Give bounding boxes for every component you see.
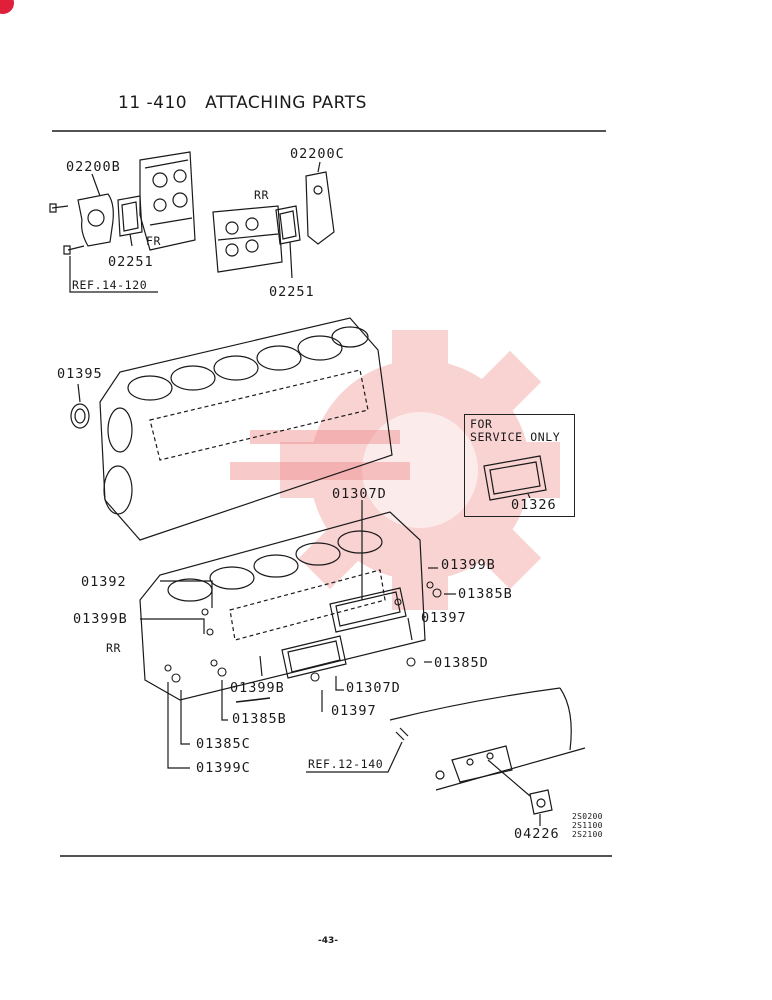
- part-label-01385C: 01385C: [196, 736, 251, 752]
- section-number: 11 -410: [118, 93, 188, 113]
- part-label-01307D-bottom: 01307D: [346, 680, 401, 696]
- part-label-01392: 01392: [81, 574, 127, 590]
- cylinder-head-right-drawing: [212, 205, 283, 273]
- page-number: -43-: [318, 936, 338, 946]
- serial-line-1: 2S0200: [572, 812, 603, 821]
- gasket-01307D-lower: [281, 635, 347, 679]
- part-label-01307D-top: 01307D: [332, 486, 387, 502]
- part-label-02200B: 02200B: [66, 159, 121, 175]
- part-label-01399B-right: 01399B: [441, 557, 496, 573]
- part-label-01399B-left: 01399B: [73, 611, 128, 627]
- part-label-01395: 01395: [57, 366, 103, 382]
- part-label-01399C: 01399C: [196, 760, 251, 776]
- part-label-02251-left: 02251: [108, 254, 154, 270]
- part-label-01385B-right: 01385B: [458, 586, 513, 602]
- seal-01395: [70, 403, 90, 429]
- cylinder-block-upper-drawing: [99, 317, 393, 541]
- part-label-01385D: 01385D: [434, 655, 489, 671]
- service-only-line2: SERVICE ONLY: [470, 430, 561, 444]
- gasket-02251-left: [117, 195, 143, 237]
- service-only-title: FOR SERVICE ONLY: [470, 418, 560, 444]
- gasket-01307D-upper: [329, 587, 407, 633]
- part-label-01326: 01326: [511, 497, 557, 513]
- page-title: 11 -410 ATTACHING PARTS: [118, 93, 367, 113]
- part-label-01399B-bottom: 01399B: [230, 680, 285, 696]
- part-label-01397-bottom: 01397: [331, 703, 377, 719]
- direction-label-rr-mid: RR: [106, 641, 122, 655]
- cylinder-block-lower-drawing: [139, 511, 426, 701]
- ref-label-12-140: REF.12-140: [308, 757, 384, 771]
- plate-02200C: [305, 171, 335, 245]
- part-label-04226: 04226: [514, 826, 560, 842]
- ref-label-14-120: REF.14-120: [72, 278, 148, 292]
- serial-range: 2S0200 2S1100 2S2100: [572, 812, 603, 839]
- part-label-02251-right: 02251: [269, 284, 315, 300]
- serial-line-2: 2S1100: [572, 821, 603, 830]
- part-label-01397-right: 01397: [421, 610, 467, 626]
- direction-label-fr: FR: [146, 234, 162, 248]
- section-title: ATTACHING PARTS: [205, 93, 367, 113]
- service-only-line1: FOR: [470, 417, 493, 431]
- serial-line-3: 2S2100: [572, 830, 603, 839]
- flange-02200B: [77, 193, 114, 247]
- corner-badge-icon: [0, 0, 14, 14]
- service-only-box: FOR SERVICE ONLY 01326: [464, 414, 575, 517]
- part-label-01385B-bottom: 01385B: [232, 711, 287, 727]
- gasket-01326-service: [483, 455, 547, 501]
- part-label-02200C: 02200C: [290, 146, 345, 162]
- sensor-04226: [529, 789, 553, 815]
- gasket-02251-right: [275, 205, 301, 245]
- direction-label-rr: RR: [254, 188, 270, 202]
